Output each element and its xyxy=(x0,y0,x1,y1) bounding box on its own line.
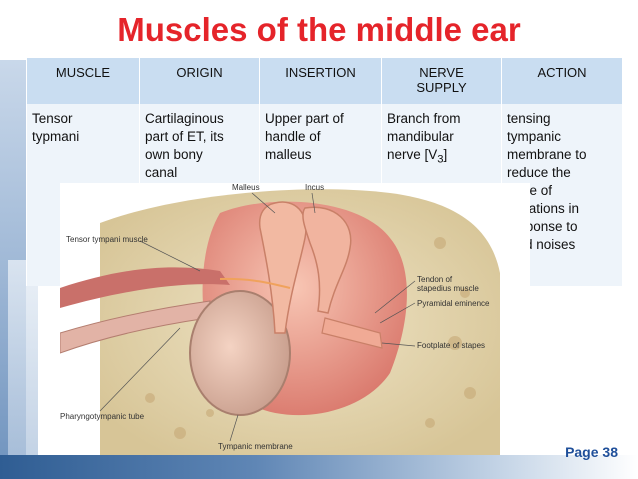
label-tendon-of-stapedius: Tendon of stapedius muscle xyxy=(417,275,479,293)
header-origin: ORIGIN xyxy=(139,58,260,104)
origin-line: canal xyxy=(145,165,178,180)
header-insertion: INSERTION xyxy=(259,58,382,104)
label-pyramidal-eminence: Pyramidal eminence xyxy=(417,299,490,308)
middle-ear-illustration: Malleus Incus Tensor tympani muscle Tend… xyxy=(60,183,530,455)
action-line: tympanic xyxy=(507,129,562,144)
action-line: membrane to xyxy=(507,147,587,162)
header-action: ACTION xyxy=(501,58,623,104)
label-tendon-line2: stapedius muscle xyxy=(417,284,479,293)
header-nerve-line2: SUPPLY xyxy=(416,80,467,95)
table-header-row: MUSCLE ORIGIN INSERTION NERVE SUPPLY ACT… xyxy=(26,58,623,104)
origin-line: part of ET, its xyxy=(145,129,224,144)
action-line: tensing xyxy=(507,111,551,126)
insertion-line: malleus xyxy=(265,147,312,162)
middle-ear-drawing xyxy=(60,189,500,455)
page-number: Page 38 xyxy=(565,444,618,460)
bone-pores xyxy=(145,237,476,439)
label-tensor-tympani-muscle: Tensor tympani muscle xyxy=(66,235,148,244)
origin-line: Cartilaginous xyxy=(145,111,224,126)
tensor-tympani-muscle-band xyxy=(60,267,230,308)
incus xyxy=(302,206,352,314)
insertion-line: Upper part of xyxy=(265,111,344,126)
bottom-decorative-band xyxy=(0,455,638,479)
header-nerve-supply: NERVE SUPPLY xyxy=(381,58,502,104)
action-line: reduce the xyxy=(507,165,571,180)
header-nerve-line1: NERVE xyxy=(419,65,464,80)
header-muscle: MUSCLE xyxy=(26,58,140,104)
label-malleus: Malleus xyxy=(232,183,260,192)
label-footplate-of-stapes: Footplate of stapes xyxy=(417,341,486,350)
nerve-prefix: nerve [V xyxy=(387,147,438,162)
label-incus: Incus xyxy=(305,183,325,192)
left-decorative-band-highlight xyxy=(8,260,38,479)
insertion-line: handle of xyxy=(265,129,321,144)
label-leader-lines xyxy=(99,192,416,442)
tympanic-membrane xyxy=(189,290,291,416)
label-tympanic-membrane: Tympanic membrane xyxy=(218,442,293,451)
label-pharyngotympanic-tube: Pharyngotympanic tube xyxy=(60,412,145,421)
tensor-tendon xyxy=(219,277,291,289)
origin-line: own bony xyxy=(145,147,203,162)
nerve-line2: mandibular xyxy=(387,129,454,144)
stapes xyxy=(321,317,383,349)
muscle-line1: Tensor xyxy=(32,111,73,126)
nerve-line1: Branch from xyxy=(387,111,461,126)
label-tendon-line1: Tendon of xyxy=(417,275,453,284)
nerve-suffix: ] xyxy=(443,147,448,162)
muscle-line2: typmani xyxy=(32,129,80,144)
nerve-subscript: 3 xyxy=(437,153,444,166)
slide-title: Muscles of the middle ear xyxy=(117,11,521,48)
